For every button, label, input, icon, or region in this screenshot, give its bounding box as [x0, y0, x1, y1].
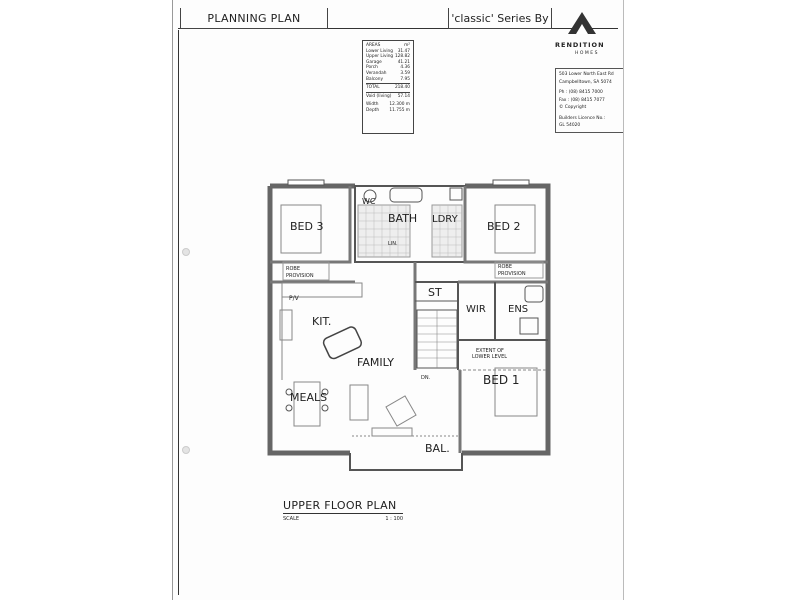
- address-line: 503 Lower North East Rd: [559, 72, 614, 77]
- licence-line: Builders Licence No.:: [559, 115, 606, 121]
- room-bed3: BED 3: [290, 220, 323, 233]
- room-store: ST: [428, 286, 442, 299]
- room-linen: LIN.: [388, 241, 398, 247]
- rendition-logo-icon: [568, 12, 596, 34]
- robe-label: PROVISION: [286, 273, 314, 279]
- brand-logo: [552, 8, 618, 68]
- room-ensuite: ENS: [508, 304, 528, 315]
- extent-label: LOWER LEVEL: [472, 354, 507, 360]
- room-meals: MEALS: [290, 391, 327, 404]
- robe-label: PROVISION: [498, 271, 526, 277]
- room-wir: WIR: [466, 304, 486, 315]
- copyright-line: © Copyright: [559, 105, 587, 110]
- sheet-frame: [178, 30, 619, 595]
- extent-label: EXTENT OF: [476, 348, 504, 354]
- room-bed2: BED 2: [487, 220, 520, 233]
- contact-block: 503 Lower North East Rd Campbelltown, SA…: [555, 68, 623, 133]
- fax-line: Fax : (08) 8415 7077: [559, 97, 605, 103]
- address-line: Campbelltown, SA 5074: [559, 79, 612, 85]
- robe-label: ROBE: [286, 266, 300, 272]
- brand-name: RENDITION: [555, 41, 605, 49]
- areas-header: AREAS m²: [366, 43, 410, 49]
- room-bed1: BED 1: [483, 373, 520, 387]
- brand-subtitle: HOMES: [575, 51, 600, 56]
- licence-line: GL 54020: [559, 123, 581, 128]
- areas-void: Void (living)57.14: [366, 93, 410, 99]
- title-rule: [178, 28, 618, 29]
- plan-title: UPPER FLOOR PLAN: [283, 499, 397, 512]
- scale-row: SCALE 1 : 100: [283, 513, 403, 522]
- punch-hole: [182, 248, 190, 256]
- room-pantry: P/V: [289, 295, 300, 302]
- areas-unit: m²: [404, 43, 410, 48]
- sheet-title: PLANNING PLAN: [180, 8, 328, 29]
- room-wc: WC: [362, 197, 376, 206]
- room-balcony: BAL.: [425, 442, 450, 455]
- room-bath: BATH: [388, 212, 417, 225]
- scale-value: 1 : 100: [385, 516, 403, 522]
- scale-label: SCALE: [283, 516, 300, 522]
- stair-label: DN.: [421, 375, 431, 381]
- punch-hole: [182, 446, 190, 454]
- room-kitchen: KIT.: [312, 315, 331, 328]
- robe-label: ROBE: [498, 264, 512, 270]
- areas-heading: AREAS: [366, 43, 381, 48]
- series-label: 'classic' Series By: [448, 8, 552, 29]
- room-family: FAMILY: [357, 356, 394, 369]
- phone-line: Ph : (08) 8415 7000: [559, 90, 603, 95]
- room-laundry: LDRY: [432, 214, 459, 225]
